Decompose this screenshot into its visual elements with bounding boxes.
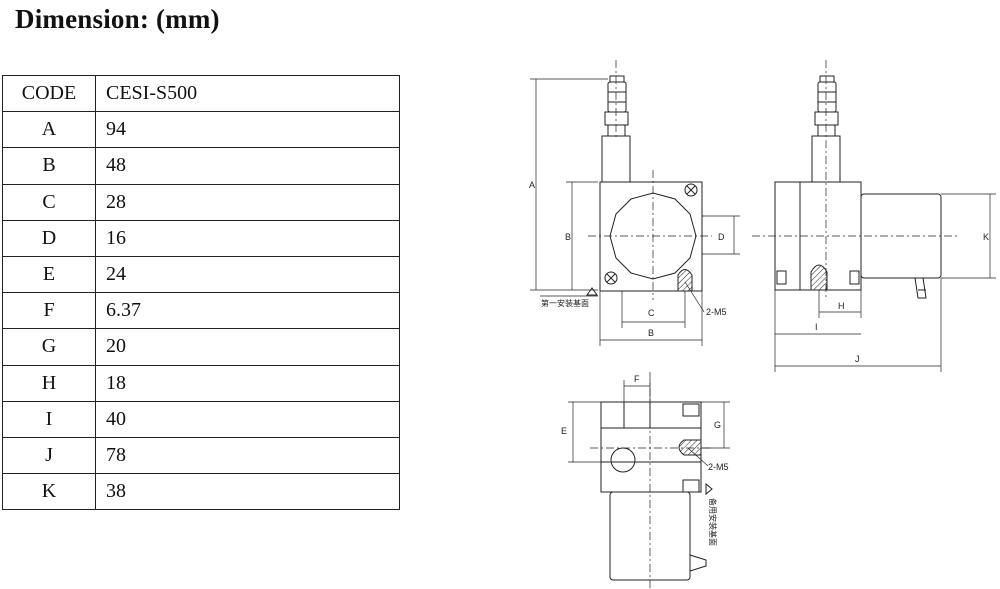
label-f: F <box>634 374 640 384</box>
label-b-bottom: B <box>648 328 654 338</box>
table-row: E 24 <box>2 255 400 294</box>
side-view <box>752 60 996 372</box>
row-code: B <box>2 147 96 185</box>
row-value: 16 <box>95 219 400 257</box>
row-value: 6.37 <box>95 292 400 330</box>
row-value: 94 <box>95 111 400 149</box>
label-a: A <box>529 180 535 190</box>
label-k: K <box>983 232 989 242</box>
page-title: Dimension: (mm) <box>15 4 220 34</box>
row-code: E <box>2 255 96 294</box>
table-row: K 38 <box>2 473 400 511</box>
label-d: D <box>718 232 725 242</box>
front-connector <box>607 81 627 113</box>
row-code: D <box>2 219 96 257</box>
row-code: A <box>2 111 96 149</box>
front-shaft <box>601 135 631 183</box>
label-g: G <box>714 420 721 430</box>
side-thread-hole <box>810 264 828 291</box>
row-value: 28 <box>95 183 400 221</box>
row-code: C <box>2 183 96 221</box>
row-value: 40 <box>95 400 400 438</box>
front-body <box>599 181 703 292</box>
table-row: D 16 <box>2 219 400 257</box>
label-2m5-bottom: 2-M5 <box>708 462 729 472</box>
row-code: I <box>2 400 96 438</box>
dimension-table: CODE CESI-S500 A 94 B 48 C 28 D 16 E 24 … <box>2 74 400 511</box>
front-screw-top <box>684 183 698 197</box>
side-connector <box>817 81 837 113</box>
table-row: G 20 <box>2 328 400 366</box>
label-2m5-front: 2-M5 <box>706 307 727 317</box>
drawing-labels: A B C B D K H I J E F G 2-M5 2-M5 第一安装基面… <box>529 180 989 546</box>
row-value: 48 <box>95 147 400 185</box>
bottom-thread-hole <box>678 439 702 456</box>
header-model: CESI-S500 <box>95 74 400 113</box>
table-row: A 94 <box>2 111 400 149</box>
row-value: 38 <box>95 473 400 511</box>
front-thread-hole <box>677 269 693 292</box>
label-mount-face-1: 第一安装基面 <box>541 298 589 308</box>
table-row: I 40 <box>2 400 400 438</box>
table-row: B 48 <box>2 147 400 185</box>
label-j: J <box>855 354 860 364</box>
table-header-row: CODE CESI-S500 <box>2 74 400 113</box>
table-row: J 78 <box>2 436 400 475</box>
label-i: I <box>815 322 818 332</box>
front-screw-bottom <box>604 271 618 285</box>
bottom-view <box>568 372 730 589</box>
row-value: 24 <box>95 255 400 294</box>
row-value: 20 <box>95 328 400 366</box>
label-e: E <box>561 426 567 436</box>
table-row: C 28 <box>2 183 400 221</box>
front-view <box>530 60 740 346</box>
bottom-hole <box>610 447 636 473</box>
table-row: F 6.37 <box>2 292 400 330</box>
header-code: CODE <box>2 74 96 113</box>
label-c: C <box>648 308 655 318</box>
row-code: F <box>2 292 96 330</box>
label-mount-face-2: 备用安装基面 <box>708 498 718 546</box>
label-h: H <box>838 301 845 311</box>
label-b: B <box>565 232 571 242</box>
